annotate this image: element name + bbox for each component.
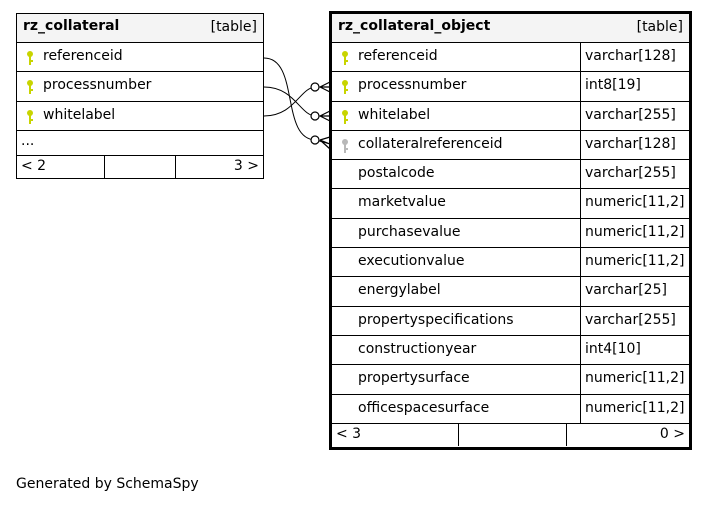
table-type: [table] xyxy=(636,19,683,35)
column-datatype: varchar[255] xyxy=(585,165,676,182)
child-count: 3 > xyxy=(233,157,259,174)
column-name: propertysurface xyxy=(358,370,470,387)
column-datatype: numeric[11,2] xyxy=(585,194,685,211)
column-datatype: numeric[11,2] xyxy=(585,399,685,416)
table-rz-collateral[interactable]: rz_collateral [table] referenceid proces… xyxy=(16,13,264,179)
table-type: [table] xyxy=(210,19,257,35)
parent-count: < 2 xyxy=(21,157,47,174)
column-name: referenceid xyxy=(358,48,438,64)
primary-key-icon xyxy=(27,80,33,95)
column-name: processnumber xyxy=(358,77,467,94)
table-footer: < 3 0 > xyxy=(332,423,689,446)
crowfoot-whitelabel xyxy=(310,110,331,122)
column-name: marketvalue xyxy=(358,194,446,211)
column-row-officespacesurface[interactable]: officespacesurface numeric[11,2] xyxy=(332,394,689,424)
table-header: rz_collateral [table] xyxy=(17,14,263,43)
column-name: executionvalue xyxy=(358,253,465,270)
relation-whitelabel xyxy=(263,86,330,117)
column-name: purchasevalue xyxy=(358,223,461,240)
primary-key-icon xyxy=(342,80,348,95)
column-row-whitelabel[interactable]: whitelabel xyxy=(17,102,263,131)
column-datatype: int4[10] xyxy=(585,340,641,357)
more-columns-ellipsis: ... xyxy=(17,131,263,156)
parent-count: < 3 xyxy=(336,425,362,442)
column-datatype: varchar[128] xyxy=(585,48,676,64)
table-rz-collateral-object[interactable]: rz_collateral_object [table] referenceid… xyxy=(329,11,692,450)
column-row-propertysurface[interactable]: propertysurface numeric[11,2] xyxy=(332,365,689,395)
column-row-processnumber[interactable]: processnumber xyxy=(17,72,263,102)
column-row-processnumber[interactable]: processnumber int8[19] xyxy=(332,72,689,102)
column-name: referenceid xyxy=(43,48,123,64)
column-name: officespacesurface xyxy=(358,399,490,416)
column-name: propertyspecifications xyxy=(358,311,514,328)
column-datatype: numeric[11,2] xyxy=(585,253,685,270)
table-name[interactable]: rz_collateral xyxy=(23,18,120,34)
generated-by-text: Generated by SchemaSpy xyxy=(16,476,199,492)
relation-processnumber xyxy=(263,86,330,117)
column-name: energylabel xyxy=(358,282,441,299)
column-name: processnumber xyxy=(43,77,152,94)
column-row-purchasevalue[interactable]: purchasevalue numeric[11,2] xyxy=(332,218,689,249)
column-row-postalcode[interactable]: postalcode varchar[255] xyxy=(332,160,689,190)
relation-referenceid xyxy=(263,57,331,145)
column-name: whitelabel xyxy=(358,106,431,123)
column-row-executionvalue[interactable]: executionvalue numeric[11,2] xyxy=(332,248,689,278)
primary-key-icon xyxy=(27,51,33,65)
column-datatype: varchar[25] xyxy=(585,282,667,299)
child-count: 0 > xyxy=(659,425,685,442)
column-datatype: int8[19] xyxy=(585,77,641,94)
table-footer: < 2 3 > xyxy=(17,155,263,178)
table-name[interactable]: rz_collateral_object xyxy=(338,18,491,34)
crowfoot-processnumber xyxy=(310,81,331,93)
column-datatype: varchar[255] xyxy=(585,311,676,328)
column-datatype: varchar[255] xyxy=(585,106,676,123)
column-name: postalcode xyxy=(358,165,435,182)
crowfoot-collateralreferenceid xyxy=(310,135,331,150)
column-name: collateralreferenceid xyxy=(358,135,503,152)
column-datatype: numeric[11,2] xyxy=(585,223,685,240)
primary-key-icon xyxy=(27,109,33,124)
column-row-marketvalue[interactable]: marketvalue numeric[11,2] xyxy=(332,189,689,219)
column-row-energylabel[interactable]: energylabel varchar[25] xyxy=(332,277,689,307)
column-row-collateralreferenceid[interactable]: collateralreferenceid varchar[128] xyxy=(332,130,689,161)
column-row-constructionyear[interactable]: constructionyear int4[10] xyxy=(332,335,689,366)
primary-key-icon xyxy=(342,109,348,124)
foreign-key-icon xyxy=(342,138,348,153)
column-row-whitelabel[interactable]: whitelabel varchar[255] xyxy=(332,101,689,131)
column-name: whitelabel xyxy=(43,106,116,123)
column-name: constructionyear xyxy=(358,340,477,357)
column-row-referenceid[interactable]: referenceid xyxy=(17,43,263,73)
primary-key-icon xyxy=(342,51,348,65)
table-header: rz_collateral_object [table] xyxy=(332,14,689,43)
column-row-referenceid[interactable]: referenceid varchar[128] xyxy=(332,43,689,73)
column-datatype: numeric[11,2] xyxy=(585,370,685,387)
column-datatype: varchar[128] xyxy=(585,135,676,152)
column-row-propertyspecifications[interactable]: propertyspecifications varchar[255] xyxy=(332,306,689,336)
